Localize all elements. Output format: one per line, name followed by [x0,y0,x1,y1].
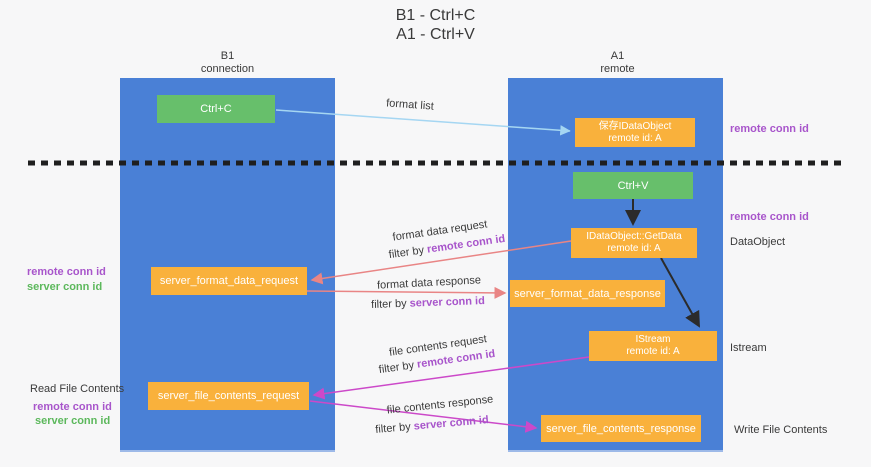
dataobject-label: DataObject [730,236,786,248]
getdata-line1: IDataObject::GetData [586,231,682,242]
lane-a1-title: A1 [610,50,625,62]
save-idataobject-node: 保存IDataObject remote id: A [575,118,695,147]
ctrl-c-node: Ctrl+C [157,95,275,123]
filter-by-text: filter by [378,358,418,377]
istream-line2: remote id: A [626,346,680,357]
save-idataobject-line2: remote id: A [608,132,662,144]
server-format-data-request-node: server_format_data_request [151,267,307,295]
format-data-response-arrow [306,286,507,299]
save-idataobject-line1: 保存IDataObject [598,120,672,132]
getdata-node: IDataObject::GetData remote id: A [571,228,697,258]
server-format-data-response-node: server_format_data_response [510,280,665,307]
left-server-conn-id-label-2: server conn id [35,415,111,427]
file-contents-response-label: file contents response [386,393,494,417]
filter-id-text: server conn id [413,414,490,433]
right-mid-remote-conn-id-label: remote conn id [730,211,809,223]
lane-b1-title: B1 [220,50,235,62]
server-file-contents-response-node: server_file_contents_response [541,415,701,442]
file-contents-response-filter-label: filter by server conn id [375,414,489,436]
filter-by-text: filter by [388,243,428,262]
istream-node: IStream remote id: A [589,331,717,361]
format-data-response-filter-label: filter by server conn id [371,295,485,311]
istream-line1: IStream [635,334,671,345]
left-server-conn-id-label: server conn id [27,281,103,293]
write-file-contents-label: Write File Contents [734,424,828,436]
diagram-title-line1: B1 - Ctrl+C [395,7,476,24]
diagram-title-line2: A1 - Ctrl+V [396,26,475,43]
istream-side-label: Istream [730,342,767,354]
lane-b1-subtitle: connection [200,63,255,75]
right-top-remote-conn-id-label: remote conn id [730,123,809,135]
server-file-contents-request-node: server_file_contents_request [148,382,309,410]
lane-header-a1: A1 remote [560,50,675,76]
read-file-contents-label: Read File Contents [30,383,125,395]
filter-by-text: filter by [374,420,415,436]
format-list-label: format list [385,97,435,113]
getdata-line2: remote id: A [607,243,661,254]
left-remote-conn-id-label-2: remote conn id [33,401,112,413]
lane-a1-subtitle: remote [600,63,635,75]
filter-id-text: server conn id [409,295,486,310]
format-data-response-label: format data response [376,274,482,292]
filter-by-text: filter by [370,297,410,311]
left-remote-conn-id-label: remote conn id [27,266,106,278]
ctrl-v-node: Ctrl+V [573,172,693,199]
lane-header-b1: B1 connection [170,50,285,76]
